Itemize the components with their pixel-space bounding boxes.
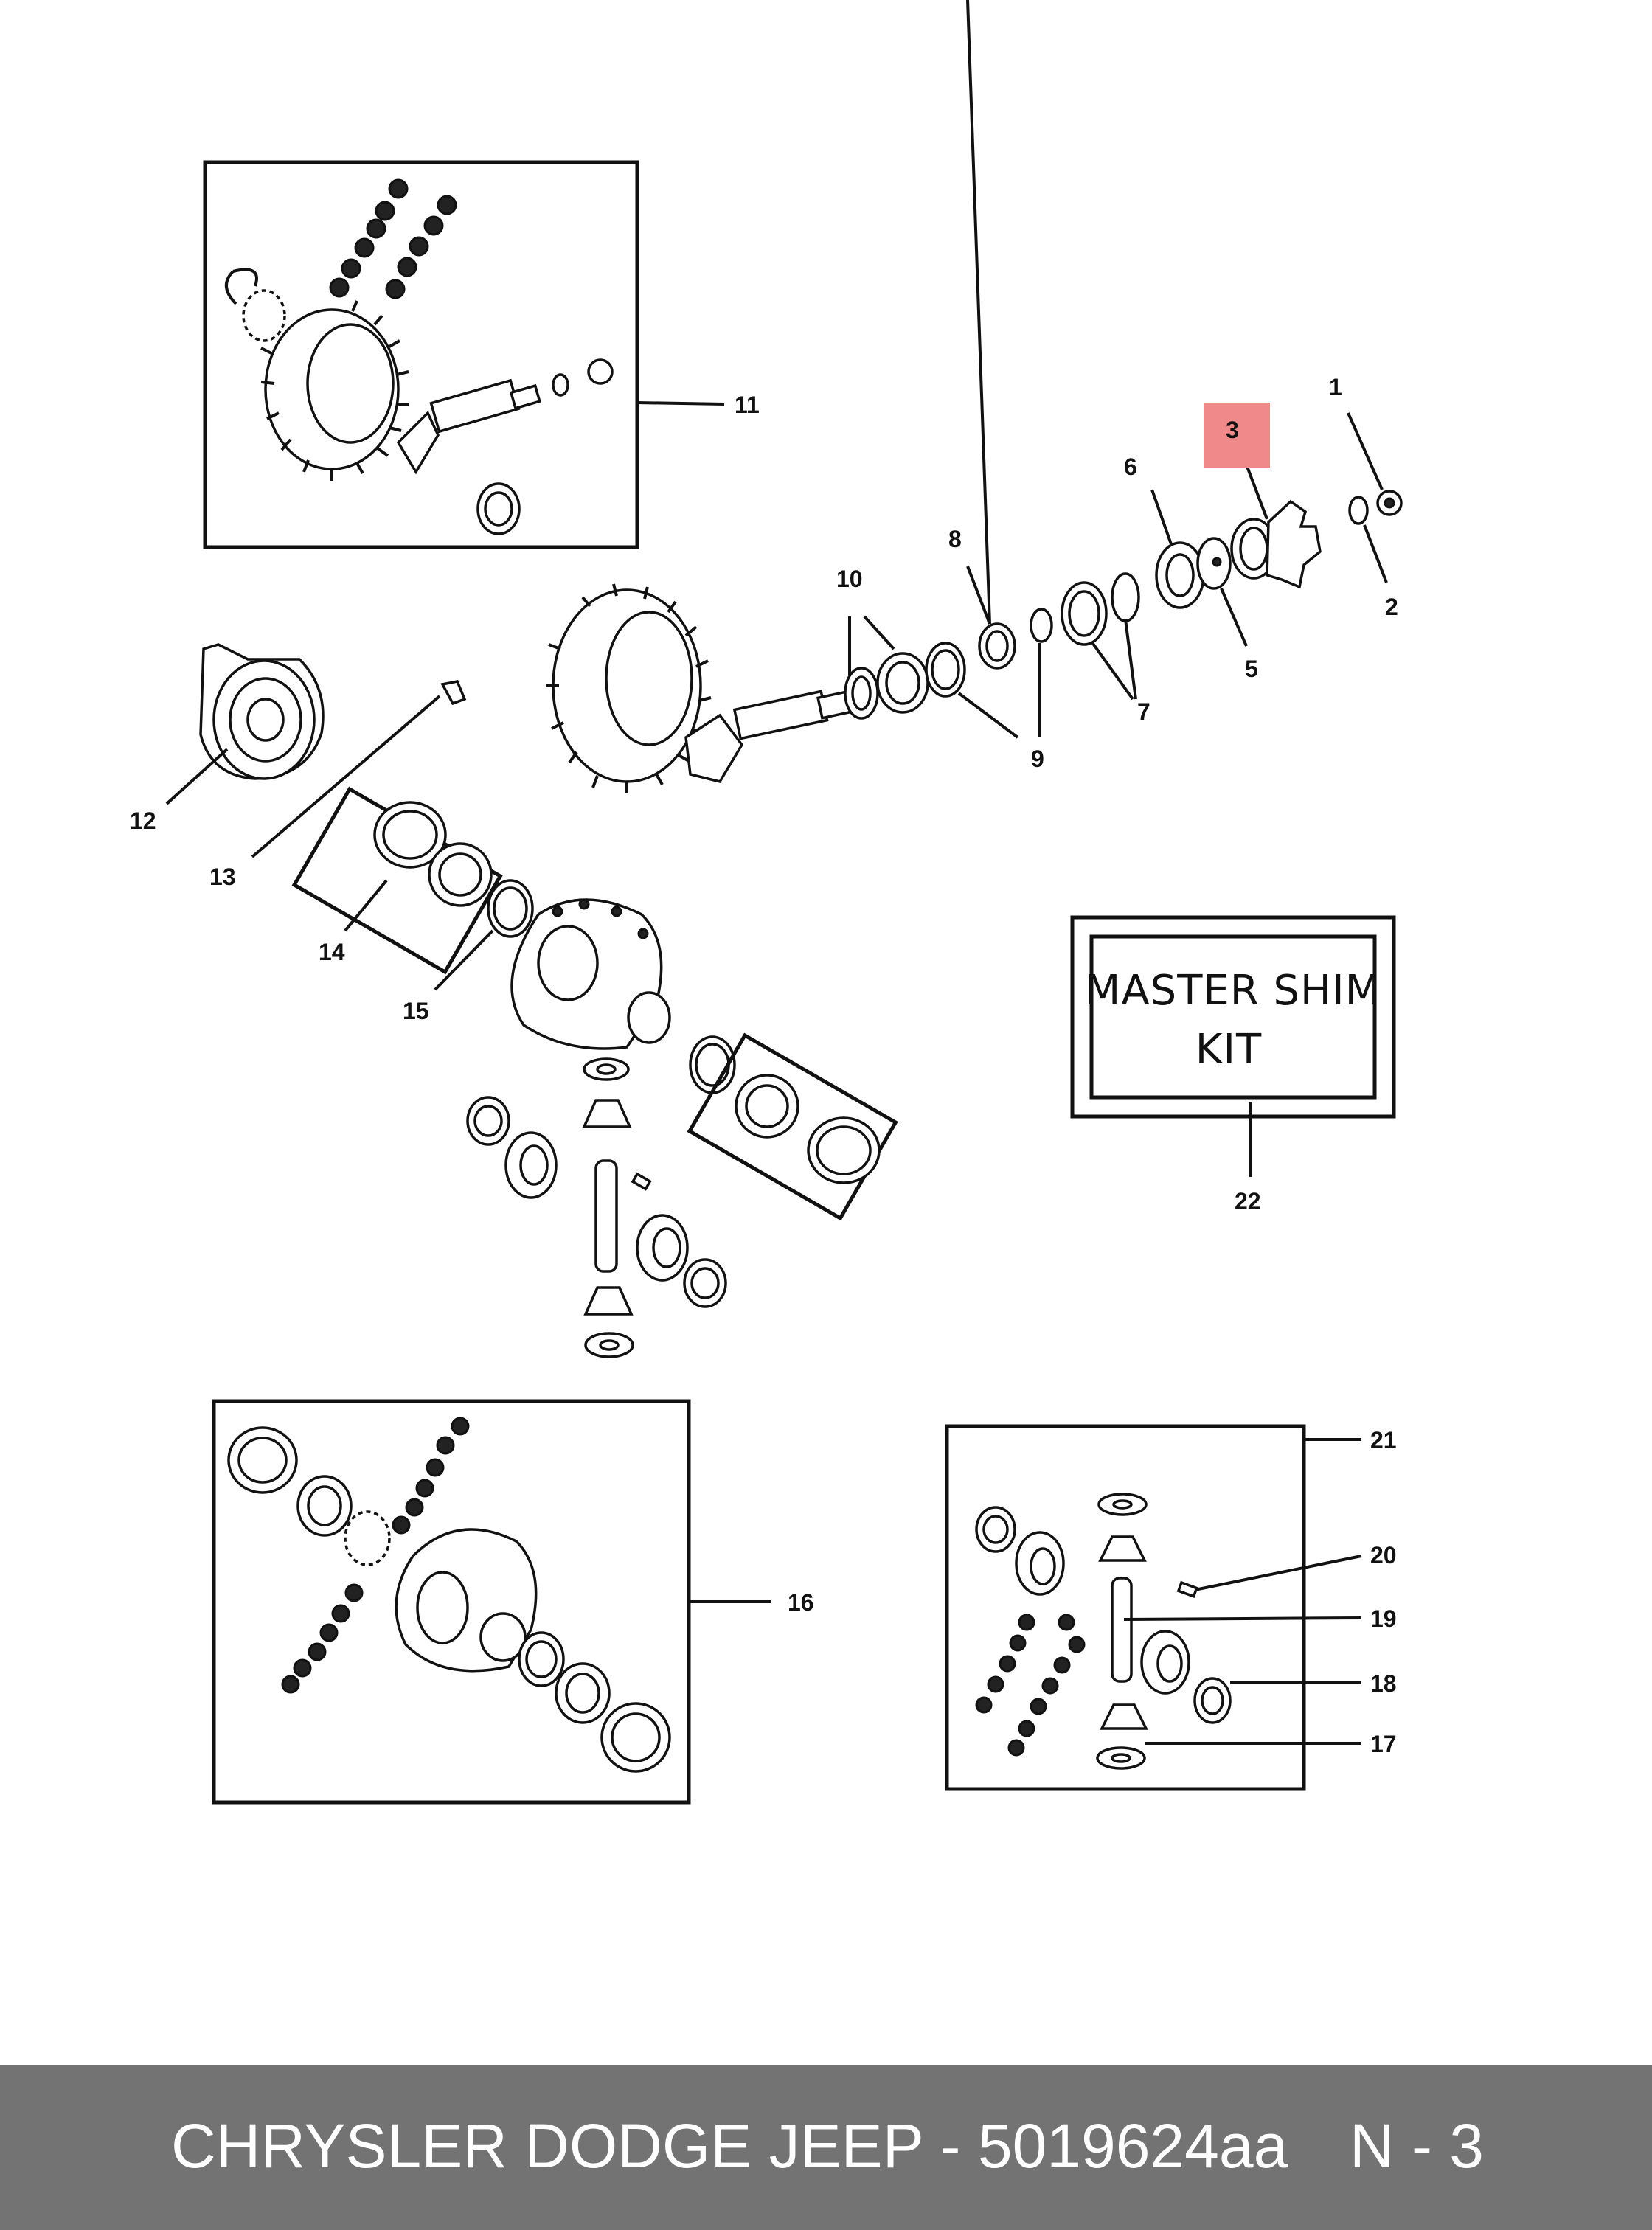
washer-9b <box>1030 608 1053 643</box>
leader-9 <box>957 643 1041 739</box>
callout-2: 2 <box>1385 594 1398 620</box>
ring-gear-center <box>546 583 712 793</box>
master-shim-kit: MASTER SHIM KIT 22 <box>1070 915 1396 1215</box>
callout-7: 7 <box>1137 698 1150 725</box>
callout-13: 13 <box>209 864 236 890</box>
bolt-cluster-21 <box>975 1614 1086 1757</box>
pinion-gear-11 <box>396 378 541 475</box>
callout-20: 20 <box>1370 1542 1397 1569</box>
leader-3 <box>1245 464 1268 520</box>
shim-kit-outer-box <box>1070 915 1396 1119</box>
callout-22: 22 <box>1235 1188 1261 1215</box>
leader-13 <box>251 695 441 858</box>
bearing-7b <box>1111 572 1140 622</box>
washer-11 <box>552 373 569 397</box>
leader-1 <box>1347 412 1384 490</box>
callout-1: 1 <box>1329 374 1342 400</box>
highlight-callout-3 <box>1204 403 1270 468</box>
leader-15 <box>434 929 494 991</box>
kit-box-11 <box>203 160 639 549</box>
callout-10: 10 <box>836 566 863 592</box>
vent-13: 13 <box>209 680 467 890</box>
pinion-shaft-diff <box>594 1159 618 1273</box>
nut-11 <box>587 358 614 385</box>
lock-pin <box>631 1172 652 1191</box>
callout-12: 12 <box>130 807 156 834</box>
ring-pinion-kit-group: 11 <box>203 160 760 549</box>
bolt-cluster-16a <box>392 1417 470 1535</box>
footer-bar: CHRYSLER DODGE JEEP - 5019624aa N - 3 <box>0 2065 1652 2230</box>
kit-box-21 <box>945 1424 1306 1791</box>
pinion-shaft <box>684 690 853 784</box>
callout-18: 18 <box>1370 1670 1397 1697</box>
leader-19 <box>1123 1616 1362 1621</box>
ring-gear-11 <box>260 300 409 481</box>
footer-title: CHRYSLER DODGE JEEP - 5019624aa <box>171 2111 1288 2181</box>
leader-2 <box>1363 524 1388 583</box>
leader-11 <box>636 401 725 406</box>
pinion-assembly: 10 9 8 7 6 5 3 <box>546 0 1403 793</box>
callout-8: 8 <box>948 526 962 552</box>
callout-9: 9 <box>1031 746 1044 772</box>
callout-5: 5 <box>1245 656 1258 682</box>
leader-8 <box>966 566 991 625</box>
leader-20 <box>1194 1555 1362 1591</box>
lock-pin-20 <box>1176 1580 1198 1599</box>
callout-11: 11 <box>735 392 760 418</box>
shim-kit-line2: KIT <box>1195 1026 1262 1074</box>
leader-10 <box>848 615 895 675</box>
callout-19: 19 <box>1370 1605 1397 1632</box>
leader-7 <box>1090 619 1137 701</box>
callout-21: 21 <box>1370 1427 1397 1453</box>
bearing-kit-14: 14 <box>291 786 503 975</box>
footer-page-label: N - 3 <box>1350 2111 1485 2181</box>
yoke-3 <box>1230 499 1322 589</box>
axle-housing-cover: 12 <box>130 643 324 834</box>
callout-6: 6 <box>1124 454 1137 480</box>
diff-gear-kit-21: 21 20 19 18 17 <box>945 1424 1397 1791</box>
leader-5 <box>1220 588 1248 647</box>
shim-kit-line1: MASTER SHIM <box>1085 967 1381 1015</box>
bolt-cluster-11 <box>329 178 457 299</box>
pinion-mate-top <box>582 1099 632 1128</box>
clip-11 <box>225 268 258 305</box>
washer-2 <box>1348 496 1369 525</box>
shim-kit-inner-box <box>1089 934 1377 1100</box>
leader-14 <box>344 879 388 932</box>
pinion-mate-bottom <box>583 1286 634 1316</box>
callout-3: 3 <box>1226 417 1239 443</box>
shim-15: 15 <box>403 879 534 1024</box>
exploded-parts-diagram: 11 10 9 8 <box>130 0 1403 1805</box>
bolt-cluster-16b <box>281 1583 364 1694</box>
shim-ring-11 <box>242 289 286 342</box>
callout-14: 14 <box>319 939 345 965</box>
callout-15: 15 <box>403 998 429 1024</box>
leader-6 <box>1150 489 1173 545</box>
leader-12 <box>165 748 229 805</box>
differential-case <box>510 898 671 1050</box>
pinion-shaft-19 <box>1111 1577 1133 1683</box>
callout-16: 16 <box>788 1589 814 1616</box>
differential-kit-16: 16 <box>212 1399 814 1805</box>
differential-internals <box>466 1032 898 1358</box>
callout-17: 17 <box>1370 1731 1397 1757</box>
